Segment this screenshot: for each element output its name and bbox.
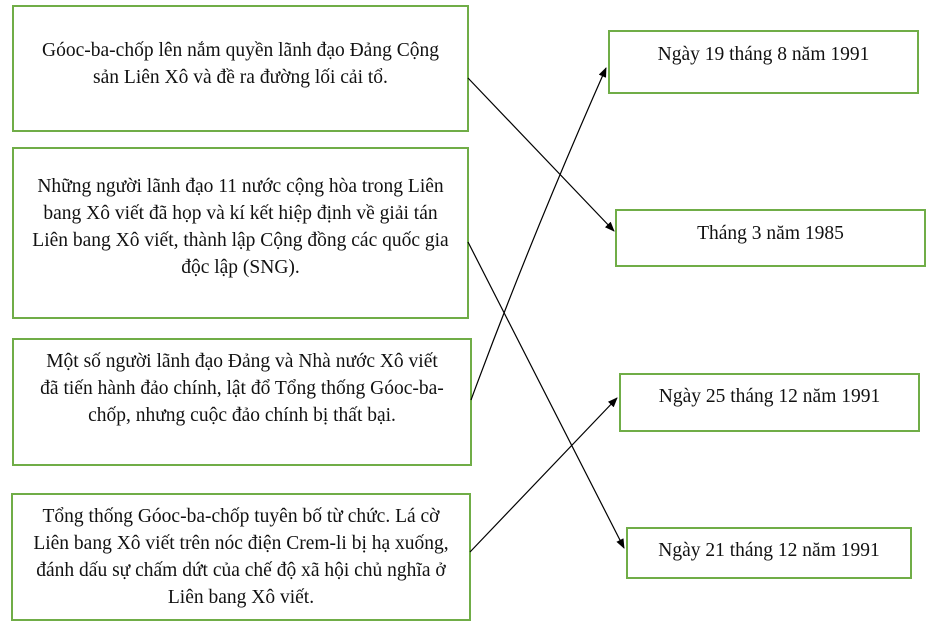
event-text: Tổng thống Góoc-ba-chốp tuyên bố từ chức… xyxy=(33,506,449,608)
event-box-1: Góoc-ba-chốp lên nắm quyền lãnh đạo Đảng… xyxy=(12,5,469,132)
event-text: Góoc-ba-chốp lên nắm quyền lãnh đạo Đảng… xyxy=(42,40,439,88)
arrow-event4-to-25-12-1991 xyxy=(469,397,618,553)
date-box-4: Ngày 21 tháng 12 năm 1991 xyxy=(626,527,912,579)
arrow-event1-to-1985 xyxy=(467,77,615,232)
event-box-3: Một số người lãnh đạo Đảng và Nhà nước X… xyxy=(12,338,472,466)
arrow-event2-to-21-12-1991 xyxy=(467,241,625,549)
date-text: Ngày 25 tháng 12 năm 1991 xyxy=(658,386,881,407)
date-text: Ngày 19 tháng 8 năm 1991 xyxy=(657,44,870,65)
date-box-3: Ngày 25 tháng 12 năm 1991 xyxy=(619,373,920,432)
event-text: Một số người lãnh đạo Đảng và Nhà nước X… xyxy=(40,351,444,426)
event-box-2: Những người lãnh đạo 11 nước cộng hòa tr… xyxy=(12,147,469,319)
date-text: Tháng 3 năm 1985 xyxy=(697,223,844,244)
event-text: Những người lãnh đạo 11 nước cộng hòa tr… xyxy=(32,176,449,278)
date-box-2: Tháng 3 năm 1985 xyxy=(615,209,926,267)
date-box-1: Ngày 19 tháng 8 năm 1991 xyxy=(608,30,919,94)
event-box-4: Tổng thống Góoc-ba-chốp tuyên bố từ chức… xyxy=(11,493,471,621)
date-text: Ngày 21 tháng 12 năm 1991 xyxy=(658,540,880,561)
arrow-event3-to-19-8-1991 xyxy=(470,67,607,401)
